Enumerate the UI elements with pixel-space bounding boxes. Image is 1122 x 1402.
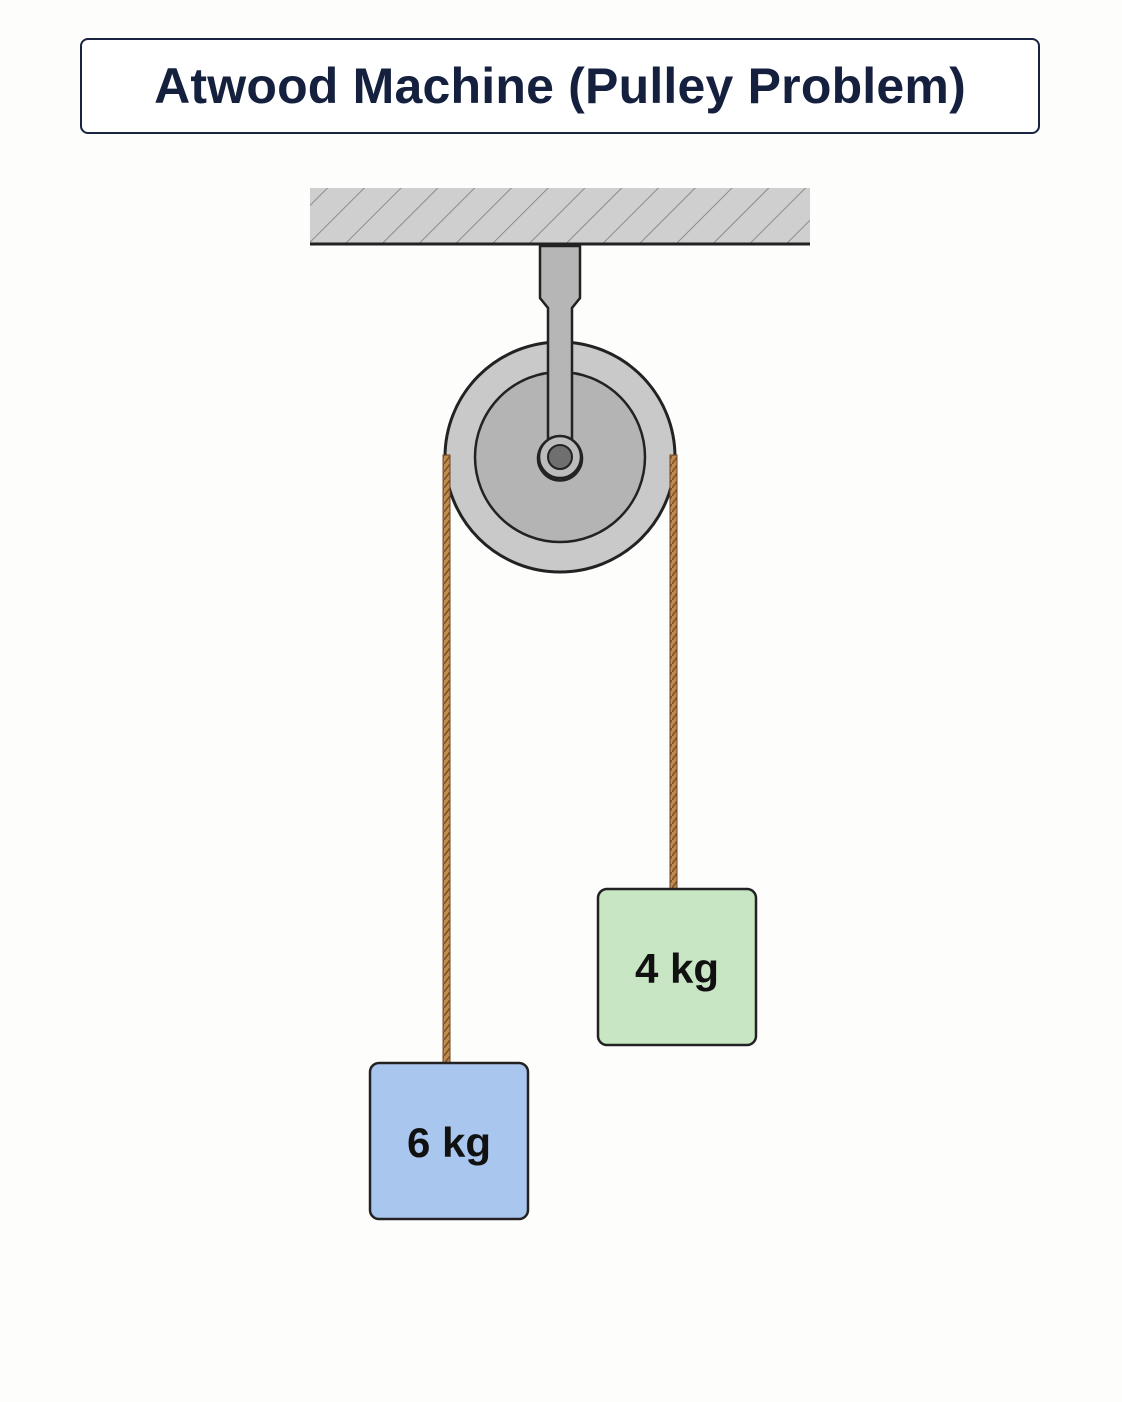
mass-left: 6 kg	[368, 1061, 530, 1221]
rope-right	[669, 454, 678, 891]
mass-right-label: 4 kg	[635, 945, 719, 992]
mass-right: 4 kg	[596, 887, 758, 1047]
ceiling-hatch	[310, 188, 810, 244]
mass-left-block	[368, 1061, 530, 1221]
diagram-title: Atwood Machine (Pulley Problem)	[154, 58, 966, 114]
mass-left-label: 6 kg	[407, 1119, 491, 1166]
mass-right-block	[596, 887, 758, 1047]
title-box: Atwood Machine (Pulley Problem)	[80, 38, 1040, 134]
rope-left	[442, 454, 451, 1066]
axle-pin	[547, 444, 573, 470]
ceiling	[310, 188, 810, 246]
